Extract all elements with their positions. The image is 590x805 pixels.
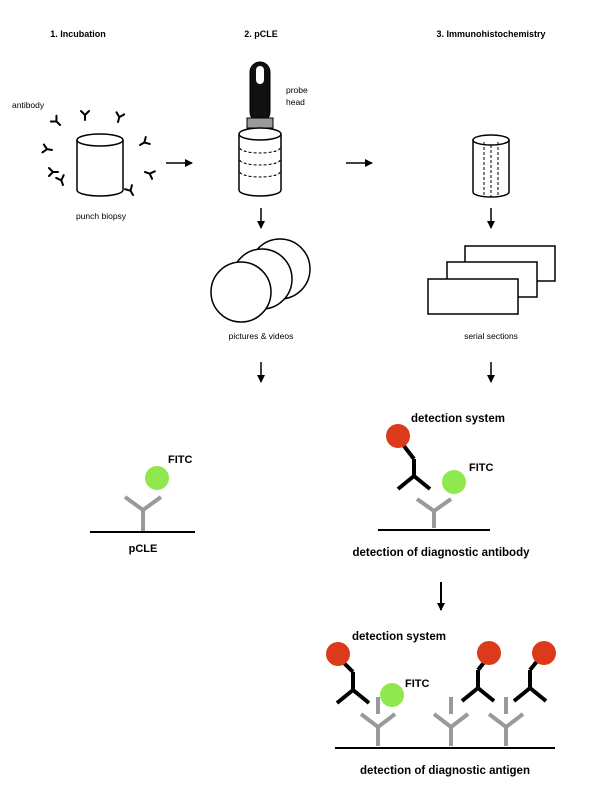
probe-head xyxy=(246,61,274,129)
pcle-fitc-label: FITC xyxy=(168,454,193,466)
punch-biopsy-cylinder xyxy=(76,133,124,197)
antigen-detection-caption: detection of diagnostic antigen xyxy=(360,765,530,777)
biopsy-under-probe xyxy=(238,127,282,197)
pcle-panel xyxy=(90,466,195,533)
antibody-detection-caption: detection of diagnostic antibody xyxy=(352,547,530,559)
pcle-caption: pCLE xyxy=(128,543,158,555)
punch-biopsy-label: punch biopsy xyxy=(75,211,127,221)
probe-label-line1: probe xyxy=(286,85,308,95)
antigen-fitc-label: FITC xyxy=(405,678,430,690)
pictures-videos-discs xyxy=(210,238,311,323)
pictures-videos-label: pictures & videos xyxy=(228,331,294,341)
step-incubation-title: 1. Incubation xyxy=(50,29,106,39)
ihc-biopsy-cylinder xyxy=(472,134,510,198)
antibody-label: antibody xyxy=(12,100,45,110)
antigen-detection-panel xyxy=(326,641,556,749)
serial-sections-slides xyxy=(427,245,556,315)
antibody-detection-panel xyxy=(378,424,490,531)
step-ihc-title: 3. Immunohistochemistry xyxy=(436,29,546,39)
probe-label-line2: head xyxy=(286,97,305,107)
step-pcle-title: 2. pCLE xyxy=(244,29,278,39)
antigen-detection-system-label: detection system xyxy=(352,631,446,643)
serial-sections-label: serial sections xyxy=(464,331,518,341)
antibody-detection-system-label: detection system xyxy=(411,413,505,425)
antibody-fitc-label: FITC xyxy=(469,462,494,474)
